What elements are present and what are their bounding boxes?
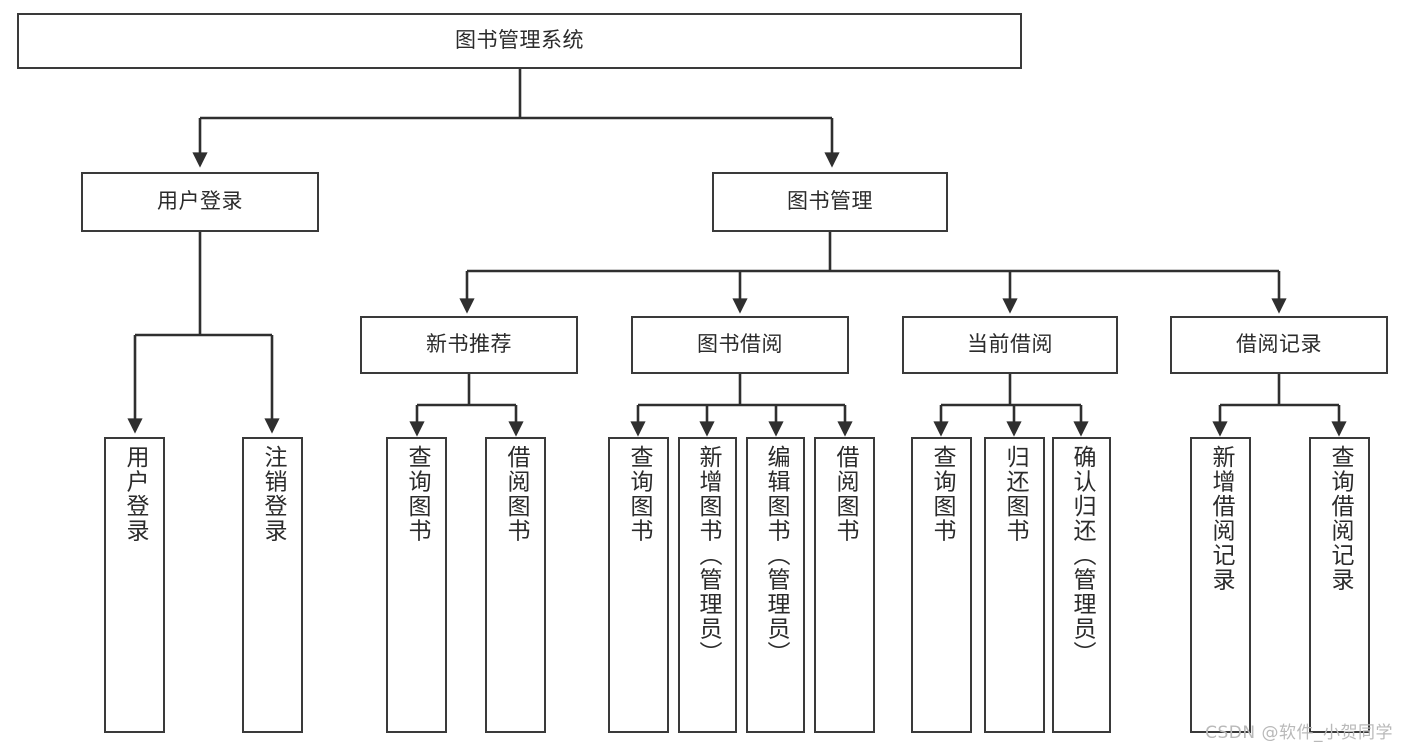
leaf-current-query-book-label: 查询图书 bbox=[929, 445, 955, 543]
node-root-label: 图书管理系统 bbox=[455, 28, 584, 53]
leaf-user-logout[interactable]: 注销登录 bbox=[242, 437, 303, 733]
leaf-current-confirm-return[interactable]: 确认归还（管理员） bbox=[1052, 437, 1111, 733]
leaf-newbook-query-book-label: 查询图书 bbox=[404, 445, 430, 543]
leaf-newbook-borrow-book-label: 借阅图书 bbox=[503, 445, 529, 543]
leaf-borrow-query-book[interactable]: 查询图书 bbox=[608, 437, 669, 733]
node-new-book-recommend[interactable]: 新书推荐 bbox=[360, 316, 578, 374]
node-book-management-label: 图书管理 bbox=[787, 189, 873, 214]
leaf-current-return-book-label: 归还图书 bbox=[1002, 445, 1028, 543]
leaf-record-add-label: 新增借阅记录 bbox=[1208, 445, 1234, 592]
leaf-current-return-book[interactable]: 归还图书 bbox=[984, 437, 1045, 733]
leaf-borrow-edit-book[interactable]: 编辑图书（管理员） bbox=[746, 437, 805, 733]
leaf-record-query-label: 查询借阅记录 bbox=[1327, 445, 1353, 592]
node-current-borrow-label: 当前借阅 bbox=[967, 332, 1053, 357]
leaf-user-logout-label: 注销登录 bbox=[260, 445, 286, 543]
node-borrow-record[interactable]: 借阅记录 bbox=[1170, 316, 1388, 374]
node-book-management[interactable]: 图书管理 bbox=[712, 172, 948, 232]
node-current-borrow[interactable]: 当前借阅 bbox=[902, 316, 1118, 374]
leaf-borrow-borrow-book-label: 借阅图书 bbox=[832, 445, 858, 543]
node-book-borrow[interactable]: 图书借阅 bbox=[631, 316, 849, 374]
leaf-borrow-add-book[interactable]: 新增图书（管理员） bbox=[678, 437, 737, 733]
csdn-watermark: CSDN @软件_小贺同学 bbox=[1205, 723, 1393, 743]
leaf-current-confirm-return-label: 确认归还（管理员） bbox=[1069, 445, 1095, 666]
node-book-borrow-label: 图书借阅 bbox=[697, 332, 783, 357]
leaf-record-add[interactable]: 新增借阅记录 bbox=[1190, 437, 1251, 733]
node-borrow-record-label: 借阅记录 bbox=[1236, 332, 1322, 357]
node-root[interactable]: 图书管理系统 bbox=[17, 13, 1022, 69]
leaf-borrow-add-book-label: 新增图书（管理员） bbox=[695, 445, 721, 666]
leaf-borrow-borrow-book[interactable]: 借阅图书 bbox=[814, 437, 875, 733]
leaf-user-login[interactable]: 用户登录 bbox=[104, 437, 165, 733]
leaf-current-query-book[interactable]: 查询图书 bbox=[911, 437, 972, 733]
node-user-login-label: 用户登录 bbox=[157, 189, 243, 214]
leaf-newbook-borrow-book[interactable]: 借阅图书 bbox=[485, 437, 546, 733]
leaf-newbook-query-book[interactable]: 查询图书 bbox=[386, 437, 447, 733]
leaf-record-query[interactable]: 查询借阅记录 bbox=[1309, 437, 1370, 733]
leaf-user-login-label: 用户登录 bbox=[122, 445, 148, 543]
node-new-book-recommend-label: 新书推荐 bbox=[426, 332, 512, 357]
node-user-login[interactable]: 用户登录 bbox=[81, 172, 319, 232]
leaf-borrow-query-book-label: 查询图书 bbox=[626, 445, 652, 543]
leaf-borrow-edit-book-label: 编辑图书（管理员） bbox=[763, 445, 789, 666]
